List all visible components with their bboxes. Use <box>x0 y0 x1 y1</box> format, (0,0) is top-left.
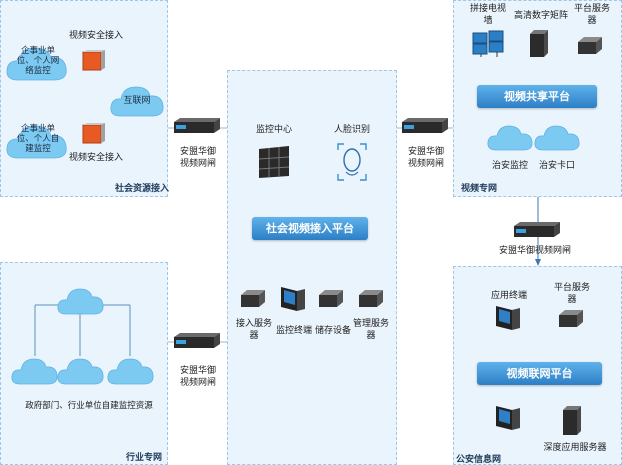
checkpoint-label: 治安卡口 <box>538 161 575 171</box>
cloud-unit2 <box>6 125 67 159</box>
storage-label: 储存设备 <box>314 326 351 336</box>
share-platform-server-icon <box>578 37 602 54</box>
zone-label-industry: 行业专网 <box>126 453 163 463</box>
storage-device-icon <box>319 290 343 307</box>
cloud-industry-mid <box>57 358 104 385</box>
gateway-device-left-bottom <box>174 333 220 348</box>
monitor-center-label: 监控中心 <box>255 125 292 135</box>
secure-access1-label: 视频安全接入 <box>68 31 123 41</box>
gateway-device-right-top <box>402 118 448 133</box>
social-video-platform-banner: 社会视频接入平台 <box>252 217 368 240</box>
access-server-label: 接入服务器 <box>235 319 272 341</box>
share-platform-server-label: 平台服务器 <box>573 4 610 26</box>
cloud-industry-top <box>57 288 104 315</box>
gateway-label-right-mid: 安盟华御视频网闸 <box>498 246 571 256</box>
public-security-label: 治安监控 <box>491 161 528 171</box>
zone-label-police: 公安信息网 <box>456 455 502 465</box>
cloud-industry-right <box>107 358 154 385</box>
gateway-label-left-bottom: 安盟华御视频网闸 <box>179 366 216 388</box>
face-recognition-icon <box>337 143 367 181</box>
gateway-label-left-top: 安盟华御视频网闸 <box>179 147 216 169</box>
zone-label-video-net: 视频专网 <box>461 184 498 194</box>
firewall-icon-1 <box>82 50 105 71</box>
hd-matrix-icon <box>530 30 548 57</box>
face-recognition-label: 人脸识别 <box>333 125 370 135</box>
internet-label: 互联网 <box>123 96 151 106</box>
hd-matrix-label: 高清数字矩阵 <box>513 11 568 21</box>
deep-app-server-icon <box>563 406 581 435</box>
cloud-checkpoint <box>534 125 580 151</box>
network-platform-server-icon <box>559 310 583 327</box>
app-terminal-icon <box>496 306 520 330</box>
splicing-tv-label: 拼接电视墙 <box>469 4 506 26</box>
network-platform-server-label: 平台服务器 <box>553 283 590 305</box>
industry-caption: 政府部门、行业单位自建监控资源 <box>25 401 153 411</box>
app-terminal-label: 应用终端 <box>490 291 527 301</box>
gateway-device-left-top <box>174 118 220 133</box>
cloud-industry-left <box>11 358 58 385</box>
secure-access2-label: 视频安全接入 <box>68 153 123 163</box>
management-server-icon <box>359 290 383 307</box>
unit2-label: 企事业单位、个人自建监控 <box>16 124 60 154</box>
gateway-device-right-mid <box>514 222 560 237</box>
cloud-internet <box>110 86 164 117</box>
management-server-label: 管理服务器 <box>352 319 389 341</box>
police-terminal-icon <box>496 406 520 430</box>
monitor-terminal-icon <box>281 287 305 311</box>
deep-app-server-label: 深度应用服务器 <box>543 443 607 453</box>
gateway-label-right-top: 安盟华御视频网闸 <box>407 147 444 169</box>
cloud-unit1 <box>6 47 67 81</box>
video-network-platform-banner: 视频联网平台 <box>477 362 602 385</box>
unit1-label: 企事业单位、个人网络监控 <box>16 46 60 76</box>
firewall-icon-2 <box>82 123 105 144</box>
monitor-terminal-label: 监控终端 <box>275 326 312 336</box>
video-share-platform-banner: 视频共享平台 <box>477 85 597 108</box>
splicing-tv-wall-icon <box>472 30 504 57</box>
video-wall-icon <box>258 146 290 178</box>
access-server-icon <box>241 290 265 307</box>
zone-label-social: 社会资源接入 <box>115 184 170 194</box>
cloud-public-security <box>487 125 533 151</box>
